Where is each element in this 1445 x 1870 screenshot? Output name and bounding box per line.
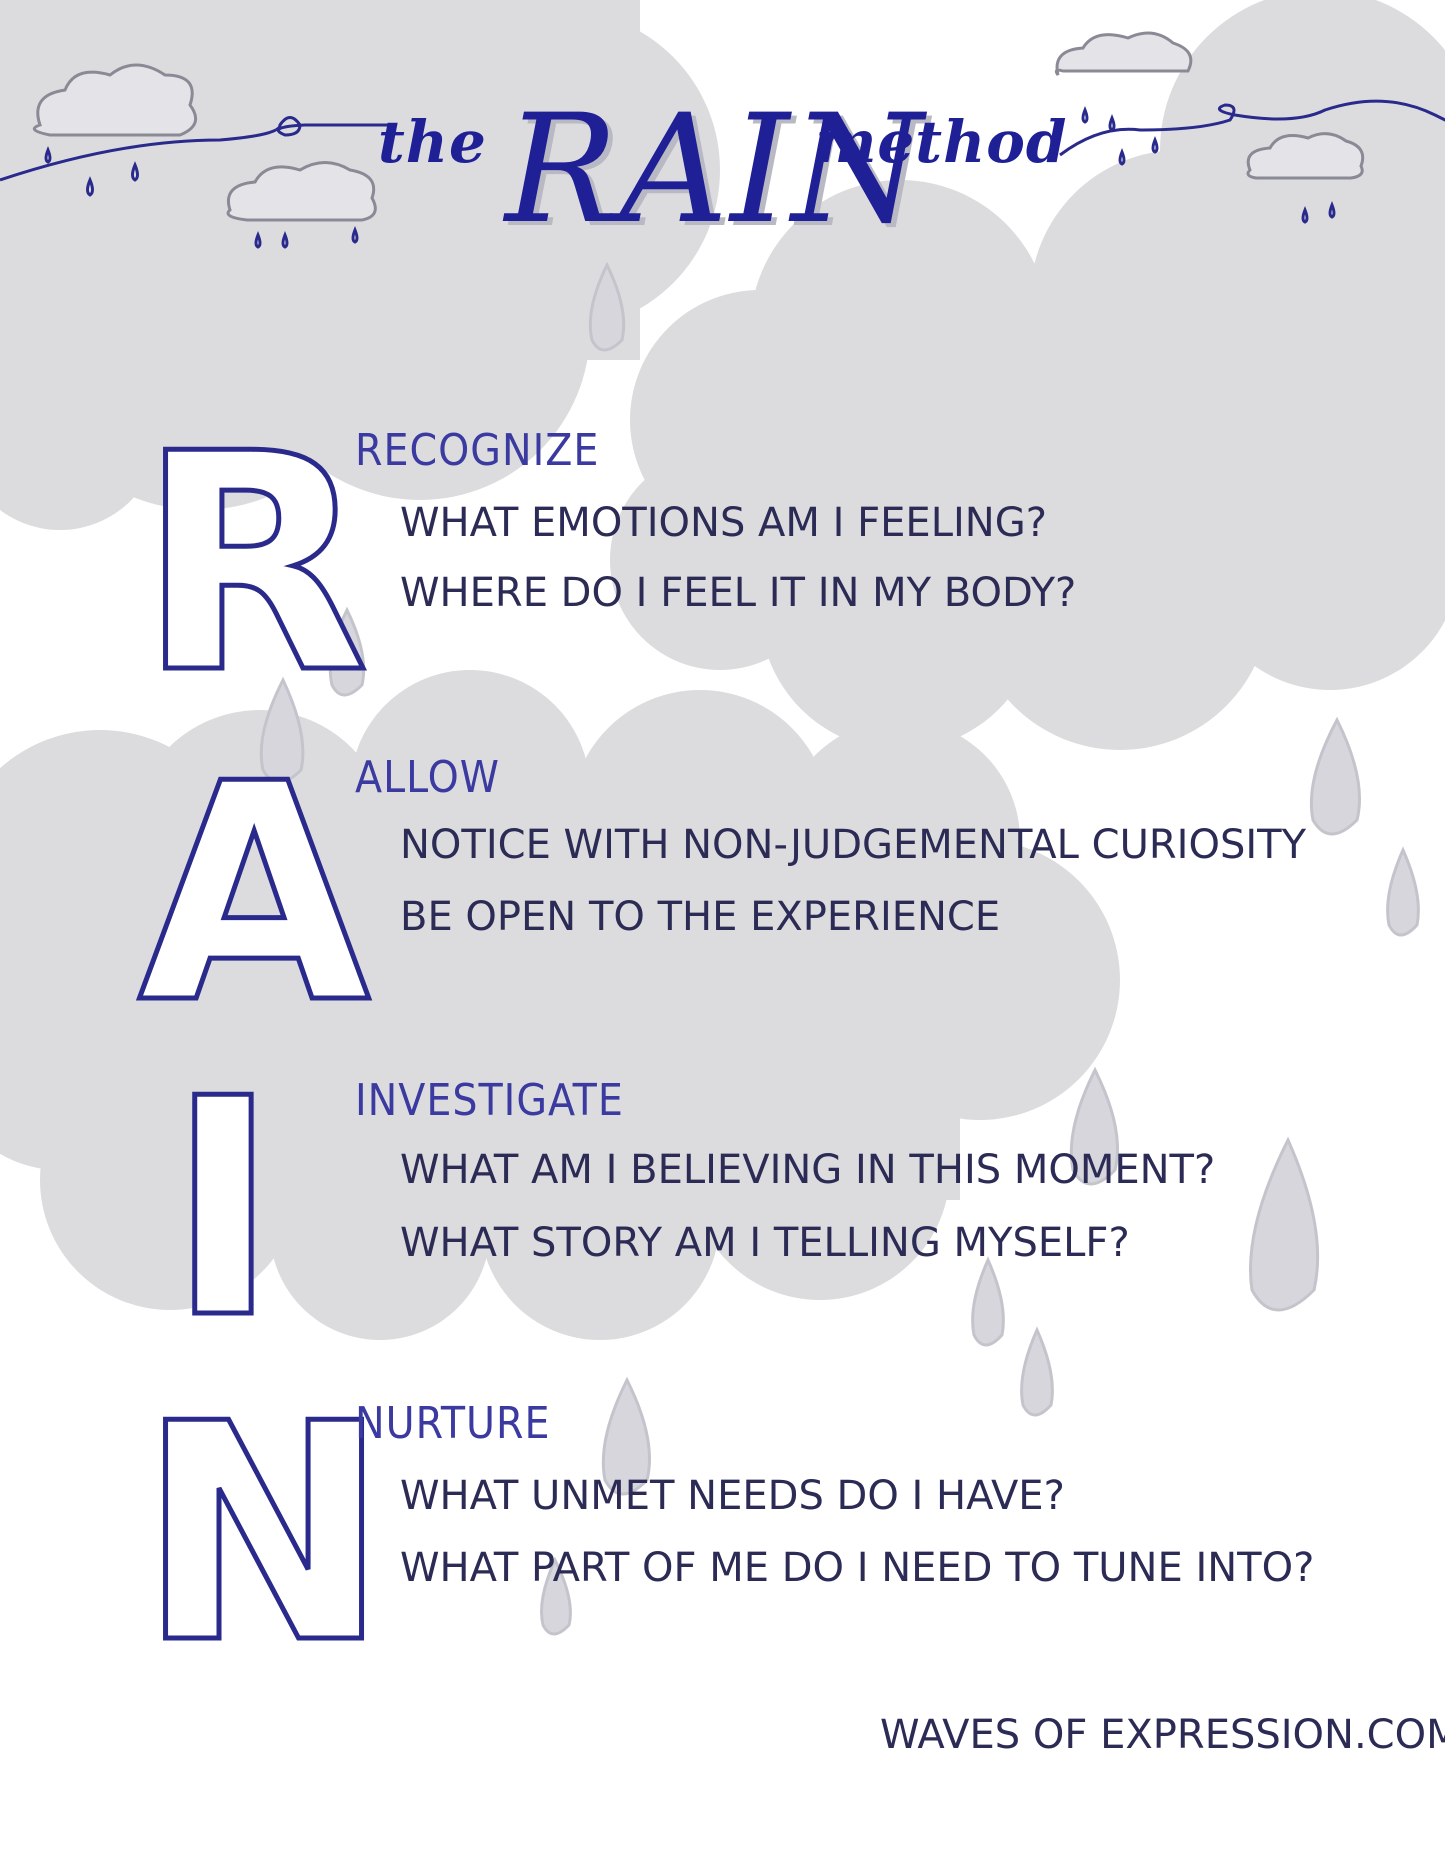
section-line: WHAT PART OF ME DO I NEED TO TUNE INTO? [400, 1545, 1315, 1591]
section-line: BE OPEN TO THE EXPERIENCE [400, 894, 1001, 940]
website-link[interactable]: WAVES OF EXPRESSION.COM [880, 1712, 1445, 1758]
title-prefix: the [378, 108, 487, 176]
section-line: WHERE DO I FEEL IT IN MY BODY? [400, 570, 1077, 616]
swirl-line [0, 99, 1445, 182]
cloud-icon [610, 0, 1445, 750]
title-main: RAIN [505, 83, 925, 257]
title-suffix: method [815, 108, 1068, 176]
section-heading-recognize: RECOGNIZE [355, 425, 600, 476]
section-line: WHAT AM I BELIEVING IN THIS MOMENT? [400, 1147, 1216, 1193]
section-heading-allow: ALLOW [355, 752, 500, 803]
section-line: WHAT EMOTIONS AM I FEELING? [400, 500, 1047, 546]
section-line: WHAT UNMET NEEDS DO I HAVE? [400, 1473, 1065, 1519]
raindrop-icon [259, 261, 1420, 1636]
big-letter-i: I [165, 1035, 282, 1384]
big-letter-n: N [136, 1360, 392, 1709]
section-heading-nurture: NURTURE [355, 1398, 551, 1449]
cloud-icon [32, 31, 1365, 222]
big-letter-r: R [136, 390, 372, 739]
section-line: NOTICE WITH NON-JUDGEMENTAL CURIOSITY [400, 822, 1306, 868]
big-letter-a: A [136, 720, 373, 1069]
section-heading-investigate: INVESTIGATE [355, 1075, 624, 1126]
section-line: WHAT STORY AM I TELLING MYSELF? [400, 1220, 1130, 1266]
cloud-icon [0, 670, 1120, 1340]
